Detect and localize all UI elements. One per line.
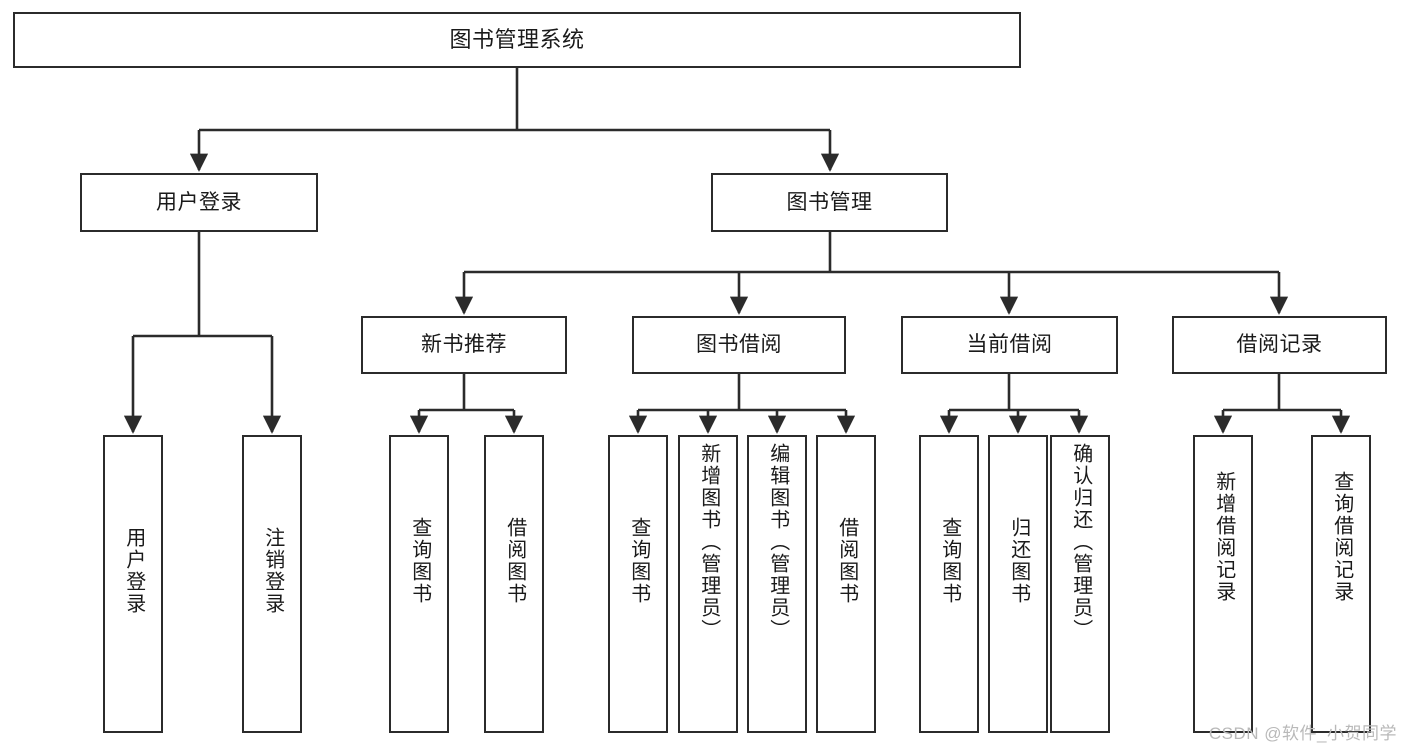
- leaf-query-book-new-recommend[interactable]: 查询图书: [389, 435, 449, 733]
- leaf-logout[interactable]: 注销登录: [242, 435, 302, 733]
- leaf-query-book-current[interactable]: 查询图书: [919, 435, 979, 733]
- node-label: 图书借阅: [696, 333, 782, 357]
- node-root-book-management-system[interactable]: 图书管理系统: [13, 12, 1021, 68]
- node-label: 新书推荐: [421, 333, 507, 357]
- node-label: 查询图书: [627, 517, 650, 605]
- node-label: 用户登录: [122, 527, 145, 615]
- node-label: 借阅记录: [1236, 333, 1323, 357]
- leaf-edit-book-admin[interactable]: 编辑图书（管理员）: [747, 435, 807, 733]
- node-label: 确认归还（管理员）: [1069, 443, 1092, 641]
- leaf-add-borrow-record[interactable]: 新增借阅记录: [1193, 435, 1253, 733]
- leaf-add-book-admin[interactable]: 新增图书（管理员）: [678, 435, 738, 733]
- leaf-query-borrow-record[interactable]: 查询借阅记录: [1311, 435, 1371, 733]
- node-label: 当前借阅: [966, 333, 1053, 357]
- node-user-login[interactable]: 用户登录: [80, 173, 318, 232]
- node-label: 编辑图书（管理员）: [766, 443, 789, 641]
- node-label: 新增图书（管理员）: [697, 443, 720, 641]
- node-borrowing-records[interactable]: 借阅记录: [1172, 316, 1387, 374]
- node-label: 查询借阅记录: [1330, 471, 1353, 603]
- leaf-borrow-book-new-recommend[interactable]: 借阅图书: [484, 435, 544, 733]
- leaf-user-login[interactable]: 用户登录: [103, 435, 163, 733]
- watermark-text: CSDN @软件_小贺同学: [1208, 724, 1397, 743]
- node-new-book-recommendation[interactable]: 新书推荐: [361, 316, 567, 374]
- node-label: 归还图书: [1007, 517, 1030, 605]
- leaf-confirm-return-admin[interactable]: 确认归还（管理员）: [1050, 435, 1110, 733]
- node-label: 查询图书: [938, 517, 961, 605]
- node-book-borrowing[interactable]: 图书借阅: [632, 316, 846, 374]
- node-label: 图书管理: [786, 190, 873, 214]
- node-label: 查询图书: [408, 517, 431, 605]
- node-label: 注销登录: [261, 527, 284, 615]
- node-current-borrowing[interactable]: 当前借阅: [901, 316, 1118, 374]
- node-label: 图书管理系统: [449, 26, 585, 52]
- leaf-borrow-book[interactable]: 借阅图书: [816, 435, 876, 733]
- node-label: 借阅图书: [503, 517, 526, 605]
- leaf-return-book[interactable]: 归还图书: [988, 435, 1048, 733]
- node-label: 用户登录: [156, 190, 242, 214]
- node-label: 借阅图书: [835, 517, 858, 605]
- leaf-query-book-borrow[interactable]: 查询图书: [608, 435, 668, 733]
- node-book-management[interactable]: 图书管理: [711, 173, 948, 232]
- node-label: 新增借阅记录: [1212, 471, 1235, 603]
